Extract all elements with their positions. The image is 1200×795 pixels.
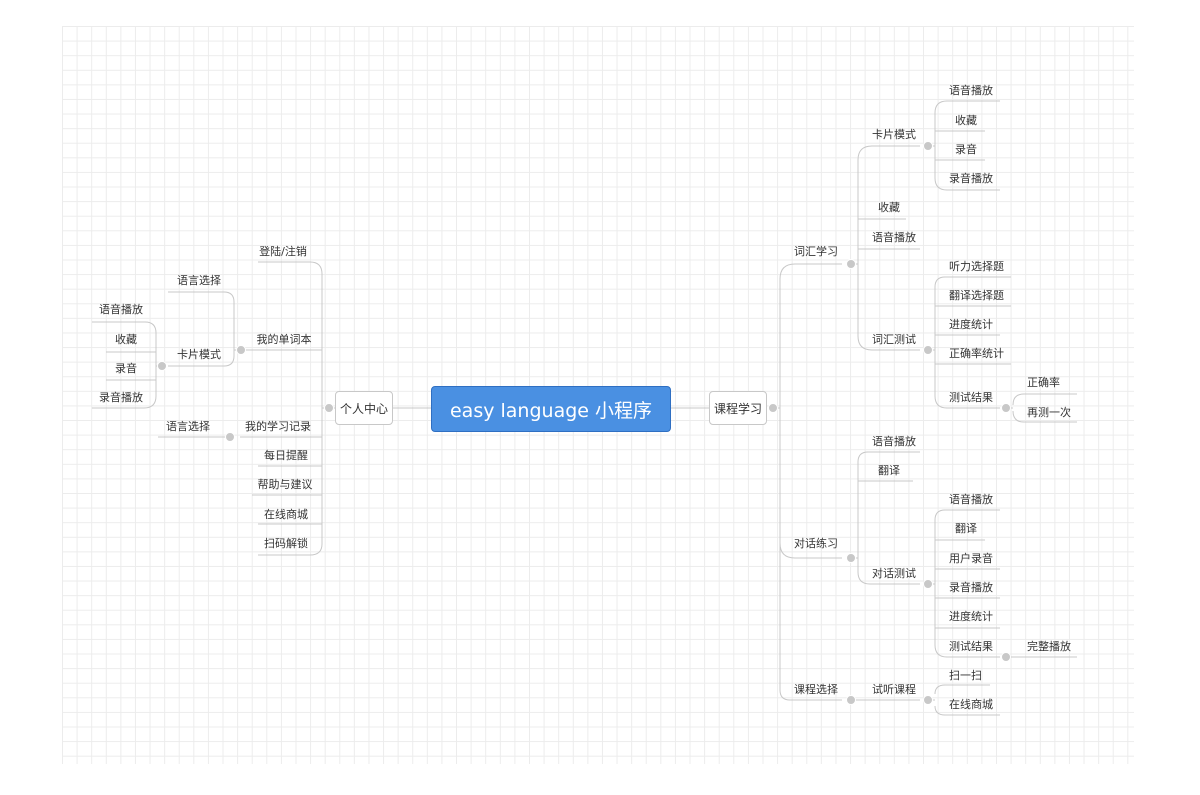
node-vocab-card-item-0[interactable]: 语音播放 [949, 84, 993, 97]
node-vocab-result-item-1[interactable]: 再测一次 [1027, 406, 1071, 419]
node-trial[interactable]: 试听课程 [872, 683, 916, 696]
collapse-dot-dialog-result [1001, 652, 1011, 662]
node-vocab-test-item-4[interactable]: 测试结果 [949, 391, 993, 404]
node-vocab-card-item-2[interactable]: 录音 [955, 143, 977, 156]
node-shop[interactable]: 在线商城 [264, 508, 308, 521]
collapse-dot-left-card [157, 361, 167, 371]
node-scan[interactable]: 扫码解锁 [264, 537, 308, 550]
collapse-dot-left-main [324, 403, 334, 413]
collapse-dot-course [846, 695, 856, 705]
connector-right-fan [772, 263, 842, 701]
node-record[interactable]: 我的学习记录 [245, 420, 311, 433]
collapse-dot-vocab-card [923, 141, 933, 151]
node-left-card-item-1[interactable]: 收藏 [115, 333, 137, 346]
node-vocab-fav[interactable]: 收藏 [878, 201, 900, 214]
collapse-dot-dialog [846, 553, 856, 563]
node-wordbook-card[interactable]: 卡片模式 [177, 348, 221, 361]
node-dialog-test-item-4[interactable]: 进度统计 [949, 610, 993, 623]
node-dialog-test-item-1[interactable]: 翻译 [955, 522, 977, 535]
collapse-dot-trial [923, 695, 933, 705]
node-vocab-test[interactable]: 词汇测试 [872, 333, 916, 346]
node-left-card-item-0[interactable]: 语音播放 [99, 303, 143, 316]
node-vocab-card-item-3[interactable]: 录音播放 [949, 172, 993, 185]
node-login[interactable]: 登陆/注销 [259, 245, 307, 258]
collapse-dot-wordbook [236, 345, 246, 355]
node-personal-center[interactable]: 个人中心 [335, 391, 393, 425]
node-vocab[interactable]: 词汇学习 [794, 245, 838, 258]
node-course[interactable]: 课程选择 [794, 683, 838, 696]
node-wordbook-lang[interactable]: 语言选择 [177, 274, 221, 287]
collapse-dot-record [225, 432, 235, 442]
collapse-dot-vocab-result [1001, 403, 1011, 413]
node-trial-item-1[interactable]: 在线商城 [949, 698, 993, 711]
node-wordbook[interactable]: 我的单词本 [256, 333, 312, 346]
node-vocab-result-item-0[interactable]: 正确率 [1027, 376, 1060, 389]
node-dialog-test-item-2[interactable]: 用户录音 [949, 552, 993, 565]
node-left-card-item-2[interactable]: 录音 [115, 362, 137, 375]
node-dialog-play[interactable]: 语音播放 [872, 435, 916, 448]
node-vocab-test-item-3[interactable]: 正确率统计 [949, 347, 1004, 360]
node-dialog-test-item-3[interactable]: 录音播放 [949, 581, 993, 594]
node-reminder[interactable]: 每日提醒 [264, 449, 308, 462]
node-dialog[interactable]: 对话练习 [794, 537, 838, 550]
collapse-dot-dialog-test [923, 579, 933, 589]
root-node[interactable]: easy language 小程序 [431, 386, 671, 432]
node-vocab-test-item-1[interactable]: 翻译选择题 [949, 289, 1004, 302]
node-record-lang[interactable]: 语言选择 [166, 420, 210, 433]
collapse-dot-right-main [768, 403, 778, 413]
node-dialog-translate[interactable]: 翻译 [878, 464, 900, 477]
connector-vocab-fan [852, 145, 920, 351]
collapse-dot-vocab-test [923, 345, 933, 355]
collapse-dot-vocab [846, 259, 856, 269]
node-left-card-item-3[interactable]: 录音播放 [99, 391, 143, 404]
node-dialog-test-item-5[interactable]: 测试结果 [949, 640, 993, 653]
node-vocab-card[interactable]: 卡片模式 [872, 128, 916, 141]
node-dialog-test[interactable]: 对话测试 [872, 567, 916, 580]
node-dialog-result-item[interactable]: 完整播放 [1027, 640, 1071, 653]
node-trial-item-0[interactable]: 扫一扫 [949, 669, 982, 682]
node-vocab-test-item-0[interactable]: 听力选择题 [949, 260, 1004, 273]
node-course-study[interactable]: 课程学习 [709, 391, 767, 425]
node-vocab-play[interactable]: 语音播放 [872, 231, 916, 244]
node-dialog-test-item-0[interactable]: 语音播放 [949, 493, 993, 506]
node-vocab-test-item-2[interactable]: 进度统计 [949, 318, 993, 331]
node-vocab-card-item-1[interactable]: 收藏 [955, 114, 977, 127]
node-help[interactable]: 帮助与建议 [257, 478, 313, 491]
